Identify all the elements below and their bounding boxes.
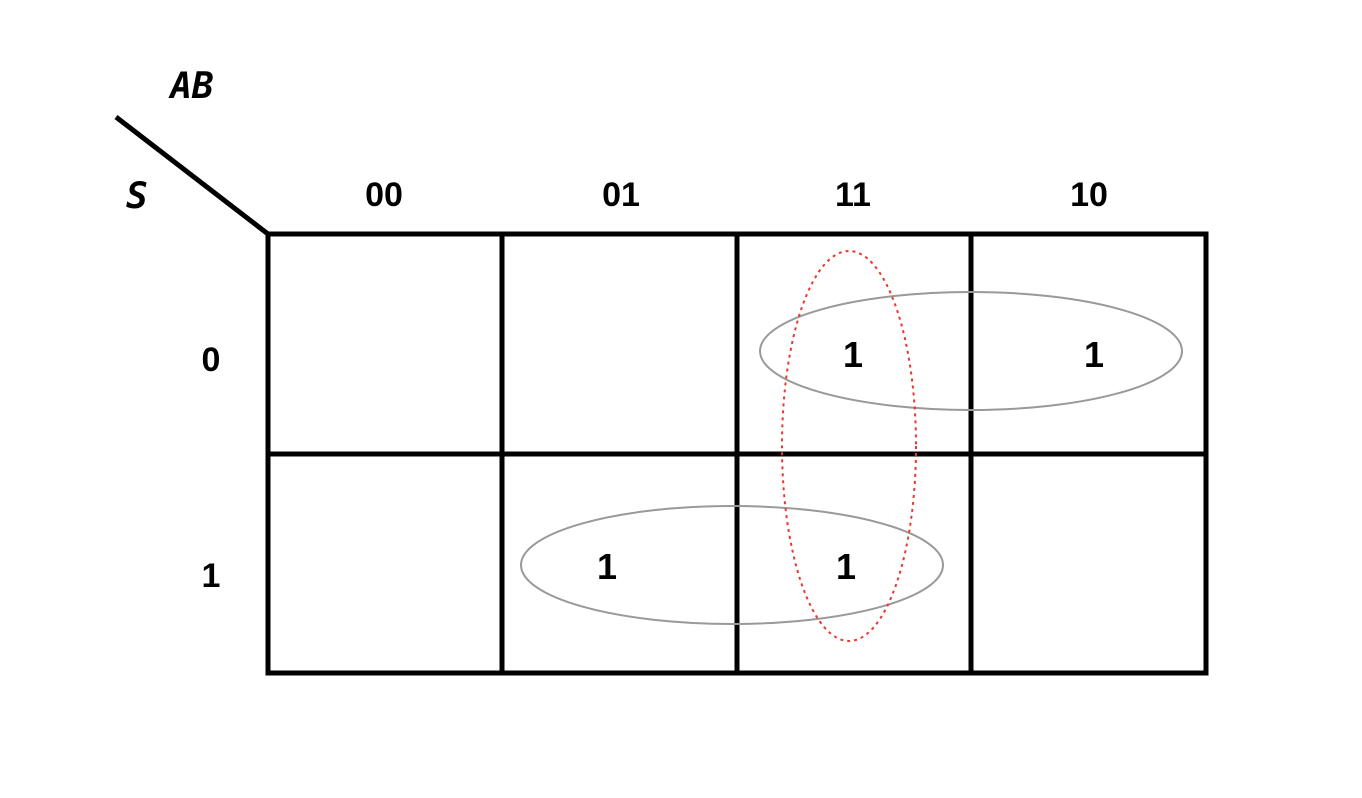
row-variables-label: S [126,176,148,217]
cell-r0-c11: 1 [843,334,863,375]
row-header-1: 1 [202,557,221,595]
kmap-grid [265,231,1209,676]
corner-diagonal [114,115,270,236]
row-header-0: 0 [202,341,221,379]
group-loop-col11-rows-0-1 [781,250,917,642]
cell-r0-c10: 1 [1084,334,1104,375]
cell-r1-c11: 1 [836,546,856,587]
cell-r1-c01: 1 [597,546,617,587]
col-header-00: 00 [365,176,403,214]
col-variables-label: AB [168,66,213,107]
group-loop-row0-cols-11-10 [759,291,1183,411]
group-loop-row1-cols-01-11 [520,505,944,625]
col-header-01: 01 [602,176,640,214]
col-header-11: 11 [835,176,871,214]
col-header-10: 10 [1070,176,1108,214]
